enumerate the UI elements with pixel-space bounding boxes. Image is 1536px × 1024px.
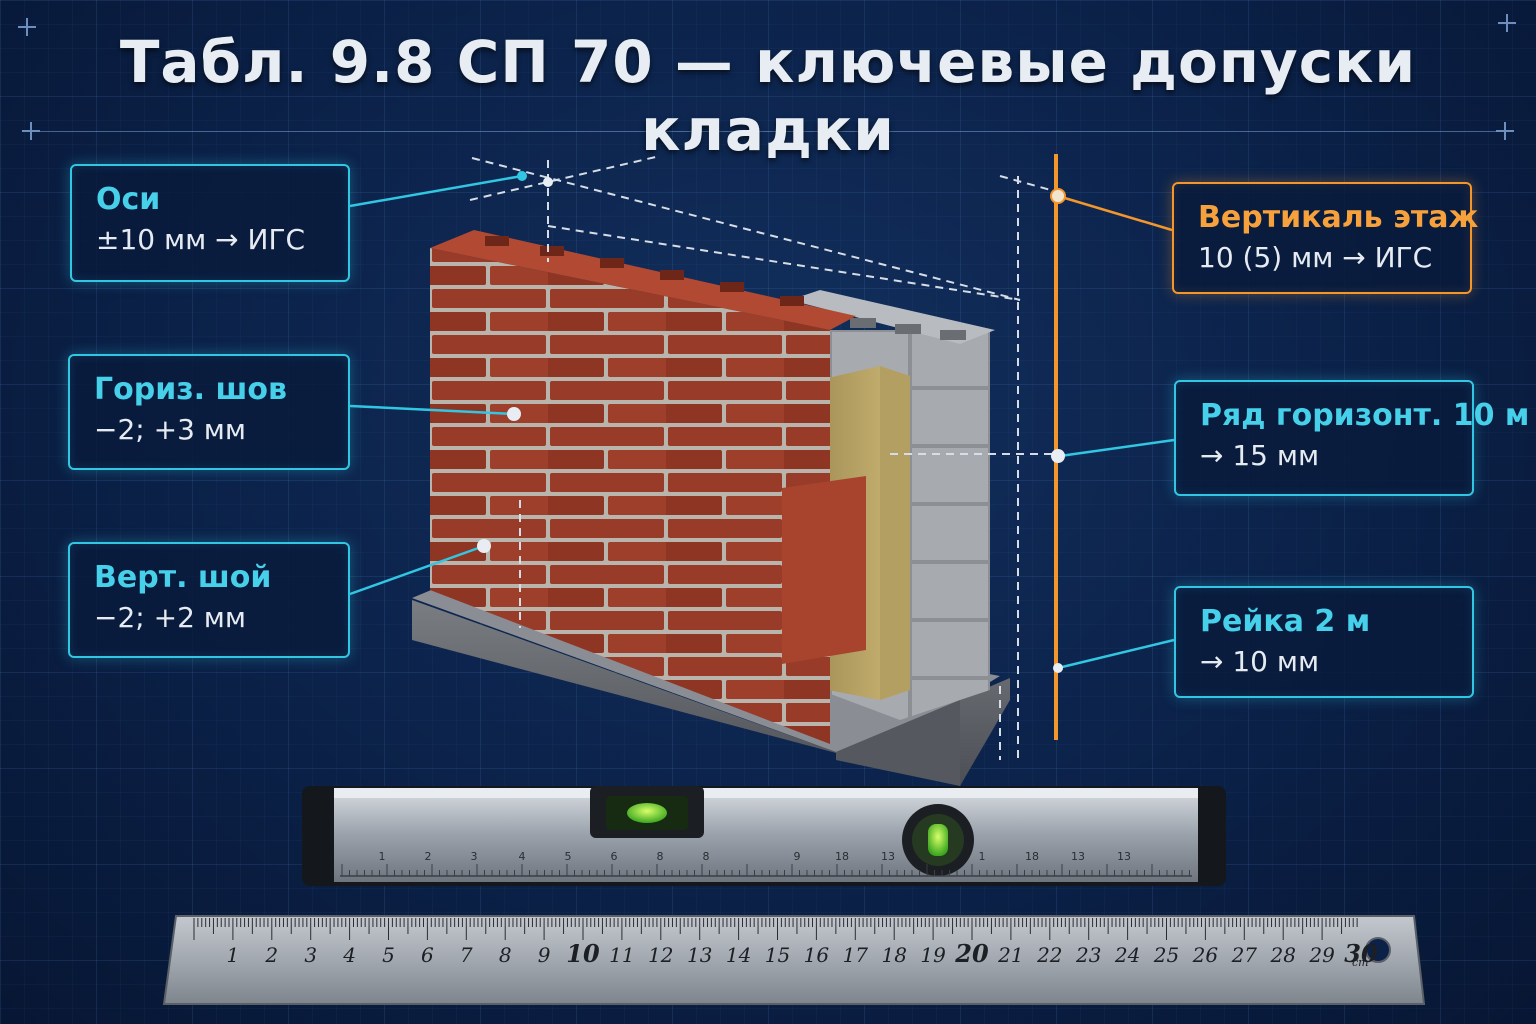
ruler-number: 3 [304,943,317,967]
measure-points [477,171,1066,673]
crosshair-icon [1498,14,1516,32]
level-scale-label: 6 [611,850,618,863]
title-underline [40,131,1496,132]
ruler-number: 13 [687,943,712,967]
level-scale-label: 1 [979,850,986,863]
callout-horizontal-joint: Гориз. шов −2; +3 мм [68,354,350,470]
level-scale-label: 13 [881,850,895,863]
callout-value: −2; +3 мм [94,413,247,446]
level-scale-label: 1 [379,850,386,863]
level-scale-label: 2 [425,850,432,863]
level-scale-label: 18 [1025,850,1039,863]
brick-veneer [430,230,866,744]
ruler-number: 1 [227,943,240,967]
callout-heading: Ряд горизонт. 10 м [1200,398,1530,433]
level-scale-label: 3 [471,850,478,863]
crosshair-icon [22,122,40,140]
ruler-number: 25 [1153,943,1179,967]
callout-floor-vertical: Вертикаль этаж 10 (5) мм → ИГС [1172,182,1479,294]
spirit-level: 1 2 3 4 5 6 8 8 9 18 13 1 18 13 13 [302,786,1226,886]
callout-heading: Оси [96,182,161,217]
ruler-number: 23 [1075,943,1101,967]
callout-value: ±10 мм → ИГС [96,223,306,256]
level-scale-label: 4 [519,850,526,863]
ruler-number: 30 [1344,939,1378,968]
ruler-number: 2 [264,943,278,967]
ruler-number: 7 [460,943,473,967]
ruler-number: 15 [765,943,790,967]
ruler-number: 29 [1308,943,1335,967]
ruler-number: 14 [726,943,751,967]
callout-heading: Вертикаль этаж [1198,200,1479,235]
callout-axes: Оси ±10 мм → ИГС [70,164,350,282]
floor-vertical-connector [1057,194,1173,232]
ruler-number: 19 [920,943,946,967]
callout-row-horizontal: Ряд горизонт. 10 м → 15 мм [1174,380,1530,496]
callout-value: → 10 мм [1200,645,1320,678]
callout-connectors [349,174,1175,670]
callout-value: 10 (5) мм → ИГС [1198,241,1433,274]
level-scale-label: 13 [1071,850,1085,863]
ruler-number: 27 [1231,943,1258,967]
ruler-number: 16 [804,943,830,967]
ruler-number: 28 [1269,943,1295,967]
level-scale-label: 9 [794,850,801,863]
level-scale-label: 8 [703,850,710,863]
ruler-number: 18 [881,943,906,967]
ruler-number: 10 [566,939,600,968]
level-scale-label: 18 [835,850,849,863]
ruler-number: 26 [1192,943,1219,967]
crosshair-icon [1496,122,1514,140]
ruler-number: 21 [997,943,1023,967]
crosshair-icon [18,18,36,36]
callout-heading: Гориз. шов [94,372,287,407]
ruler-number: 11 [609,943,634,967]
ruler-number: 17 [843,943,869,967]
callout-value: → 15 мм [1200,439,1320,472]
page-title: Табл. 9.8 СП 70 — ключевые допуски кладк… [119,28,1417,164]
ruler-number: 8 [499,943,512,967]
ruler-number: 24 [1114,943,1140,967]
ruler-number: 12 [648,943,673,967]
level-scale-label: 13 [1117,850,1131,863]
ruler-number: 4 [342,943,356,967]
level-scale-label: 8 [657,850,664,863]
ruler-number: 22 [1036,943,1062,967]
ruler-number: 6 [421,943,434,967]
ruler-number: 20 [954,939,989,968]
ruler-number: 9 [538,943,551,967]
ruler-number: 5 [382,943,395,967]
callout-vertical-joint: Верт. шой −2; +2 мм [68,542,350,658]
callout-heading: Рейка 2 м [1200,604,1371,639]
callout-rail-2m: Рейка 2 м → 10 мм [1174,586,1474,698]
level-scale-label: 5 [565,850,572,863]
ruler-unit: cm [1352,956,1369,969]
callout-heading: Верт. шой [94,560,272,595]
callout-value: −2; +2 мм [94,601,247,634]
